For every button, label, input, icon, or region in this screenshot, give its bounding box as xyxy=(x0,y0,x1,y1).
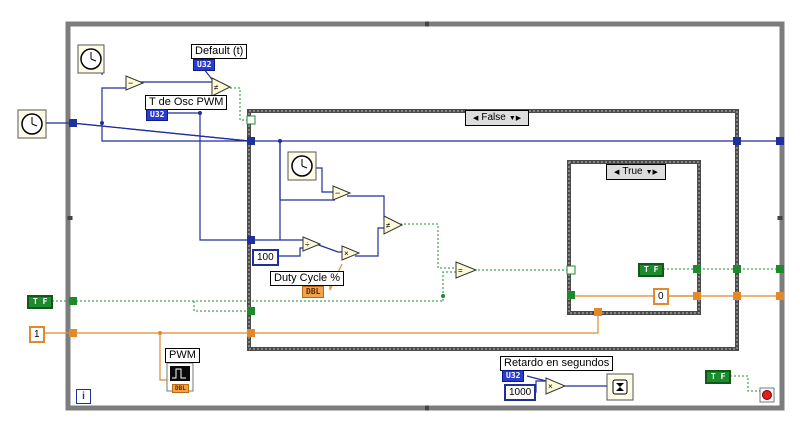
constant-100[interactable]: 100 xyxy=(252,249,279,266)
tick-count-clock-icon[interactable] xyxy=(77,44,105,74)
equal-node[interactable]: = xyxy=(455,261,478,279)
svg-text:≠: ≠ xyxy=(386,221,391,230)
multiply-node[interactable]: × xyxy=(341,245,361,261)
selector-dropdown-icon[interactable]: ▼▶ xyxy=(645,169,658,176)
case-structure-true xyxy=(567,160,701,315)
svg-text:×: × xyxy=(344,249,349,258)
retardo-terminal[interactable]: U32 xyxy=(502,370,525,382)
tick-count-clock-icon[interactable] xyxy=(287,151,317,181)
t-osc-pwm-terminal[interactable]: U32 xyxy=(146,109,169,121)
duty-cycle-label: Duty Cycle % xyxy=(270,271,345,286)
constant-1000[interactable]: 1000 xyxy=(504,384,537,401)
constant-1[interactable]: 1 xyxy=(29,326,45,343)
divide-node[interactable]: ÷ xyxy=(302,236,322,252)
stop-button[interactable] xyxy=(759,387,775,403)
selector-dropdown-icon[interactable]: ▼▶ xyxy=(508,115,522,122)
selector-left-arrow-icon[interactable]: ◀ xyxy=(473,115,479,122)
svg-text:×: × xyxy=(548,382,553,391)
not-equal-node[interactable]: ≠ xyxy=(383,215,404,235)
retardo-label: Retardo en segundos xyxy=(500,356,614,371)
svg-text:=: = xyxy=(458,266,463,275)
boolean-constant-inner[interactable]: T F xyxy=(638,263,665,277)
subtract-node[interactable]: − xyxy=(332,185,352,201)
tick-count-clock-icon[interactable] xyxy=(17,109,47,139)
iteration-info-icon[interactable]: i xyxy=(76,389,91,404)
default-t-label: Default (t) xyxy=(191,44,248,59)
pwm-label: PWM xyxy=(165,348,200,363)
while-loop-frame xyxy=(65,21,785,411)
pwm-type-badge: DBL xyxy=(172,384,189,393)
wait-ms-icon[interactable] xyxy=(606,373,634,401)
selector-left-arrow-icon[interactable]: ◀ xyxy=(614,169,620,176)
boolean-constant-left[interactable]: T F xyxy=(27,295,54,309)
svg-text:−: − xyxy=(335,188,340,198)
svg-text:−: − xyxy=(128,78,133,88)
multiply-node[interactable]: × xyxy=(545,377,567,395)
not-equal-node[interactable]: ≠ xyxy=(211,77,232,97)
case-selector-value: False xyxy=(481,112,506,123)
case-selector-false[interactable]: ◀False▼▶ xyxy=(465,110,530,126)
case-selector-true[interactable]: ◀True▼▶ xyxy=(606,164,666,180)
svg-text:÷: ÷ xyxy=(305,240,310,249)
constant-0[interactable]: 0 xyxy=(653,288,669,305)
svg-text:≠: ≠ xyxy=(214,83,219,92)
boolean-wires xyxy=(48,87,780,392)
subtract-node[interactable]: − xyxy=(125,75,145,91)
duty-cycle-terminal[interactable]: DBL xyxy=(302,286,325,298)
case-selector-value: True xyxy=(622,166,643,177)
default-t-terminal[interactable]: U32 xyxy=(193,59,216,71)
boolean-constant-bottom[interactable]: T F xyxy=(705,370,732,384)
t-osc-pwm-label: T de Osc PWM xyxy=(145,95,228,110)
double-wires xyxy=(44,263,780,381)
tunnels xyxy=(69,111,784,337)
